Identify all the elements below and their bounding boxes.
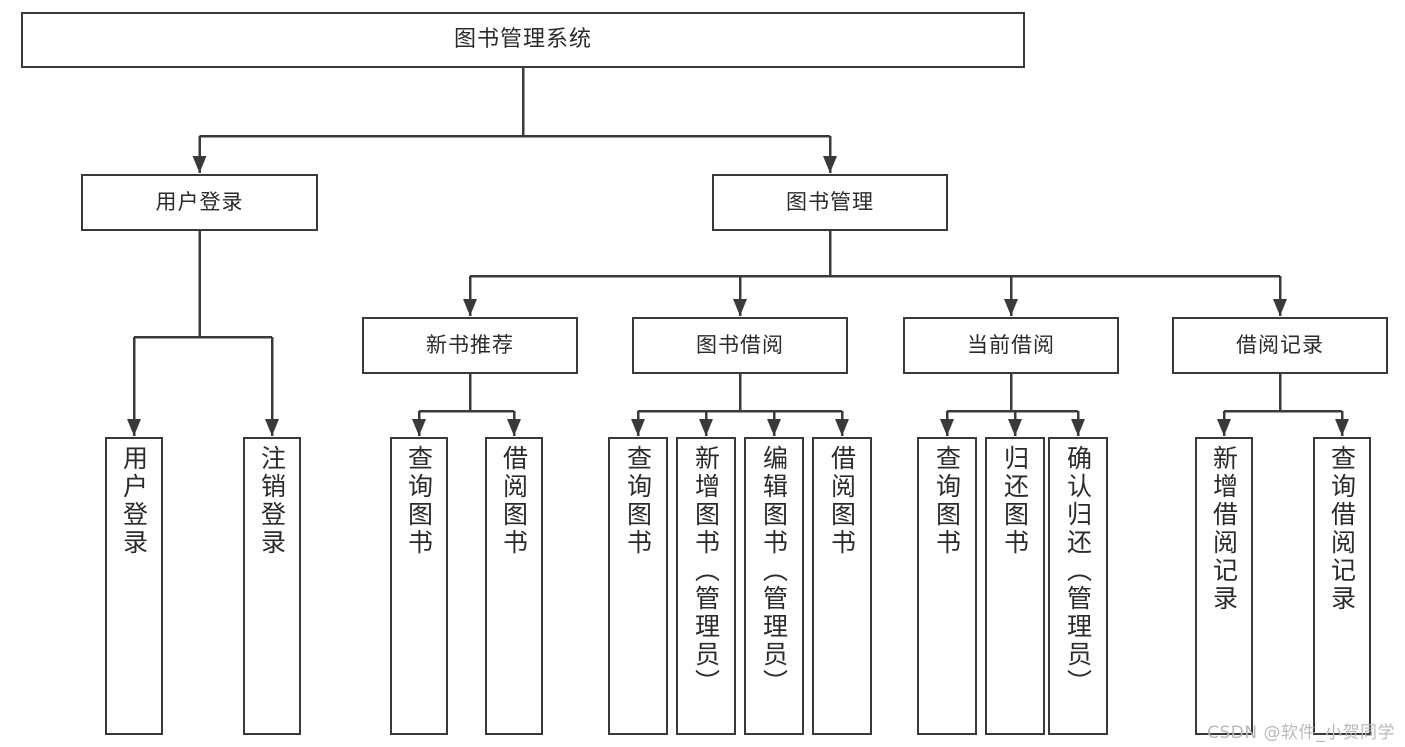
- node-label: 新书推荐: [426, 333, 514, 358]
- node-leaf-bb-query[interactable]: 查询图书: [608, 437, 668, 735]
- node-leaf-rec-add[interactable]: 新增借阅记录: [1195, 437, 1253, 735]
- node-label: 借阅记录: [1236, 333, 1324, 358]
- node-label: 图书管理系统: [453, 27, 592, 53]
- node-l2-book-manage[interactable]: 图书管理: [712, 174, 948, 231]
- node-label: 查询图书: [932, 445, 962, 557]
- node-leaf-nb-borrow[interactable]: 借阅图书: [485, 437, 543, 735]
- node-l3-record[interactable]: 借阅记录: [1172, 317, 1388, 374]
- node-label: 新增借阅记录: [1209, 445, 1239, 613]
- node-label: 编辑图书（管理员）: [759, 445, 789, 697]
- node-label: 新增图书（管理员）: [691, 445, 721, 697]
- node-leaf-cur-query[interactable]: 查询图书: [917, 437, 977, 735]
- node-label: 图书管理: [786, 190, 874, 215]
- node-label: 归还图书: [1000, 445, 1030, 557]
- node-label: 查询图书: [623, 445, 653, 557]
- node-leaf-user-logout[interactable]: 注销登录: [243, 437, 301, 735]
- node-l2-user-login[interactable]: 用户登录: [81, 174, 318, 231]
- node-l3-current[interactable]: 当前借阅: [903, 317, 1119, 374]
- node-label: 用户登录: [155, 190, 244, 215]
- node-l3-new-book[interactable]: 新书推荐: [362, 317, 578, 374]
- node-label: 注销登录: [257, 445, 287, 557]
- node-root[interactable]: 图书管理系统: [21, 12, 1025, 68]
- node-label: 当前借阅: [967, 333, 1055, 358]
- node-leaf-bb-borrow[interactable]: 借阅图书: [812, 437, 872, 735]
- node-leaf-nb-query[interactable]: 查询图书: [390, 437, 448, 735]
- node-leaf-bb-edit[interactable]: 编辑图书（管理员）: [744, 437, 804, 735]
- node-label: 查询图书: [404, 445, 434, 557]
- node-l3-book-borrow[interactable]: 图书借阅: [632, 317, 848, 374]
- node-leaf-user-login[interactable]: 用户登录: [105, 437, 163, 735]
- node-label: 图书借阅: [696, 333, 784, 358]
- node-label: 借阅图书: [827, 445, 857, 557]
- node-leaf-bb-add[interactable]: 新增图书（管理员）: [676, 437, 736, 735]
- node-label: 借阅图书: [499, 445, 529, 557]
- node-label: 查询借阅记录: [1327, 445, 1357, 613]
- node-leaf-cur-confirm[interactable]: 确认归还（管理员）: [1048, 437, 1108, 735]
- node-label: 用户登录: [119, 445, 149, 557]
- node-label: 确认归还（管理员）: [1063, 445, 1093, 697]
- node-leaf-rec-query[interactable]: 查询借阅记录: [1313, 437, 1371, 735]
- node-leaf-cur-return[interactable]: 归还图书: [985, 437, 1045, 735]
